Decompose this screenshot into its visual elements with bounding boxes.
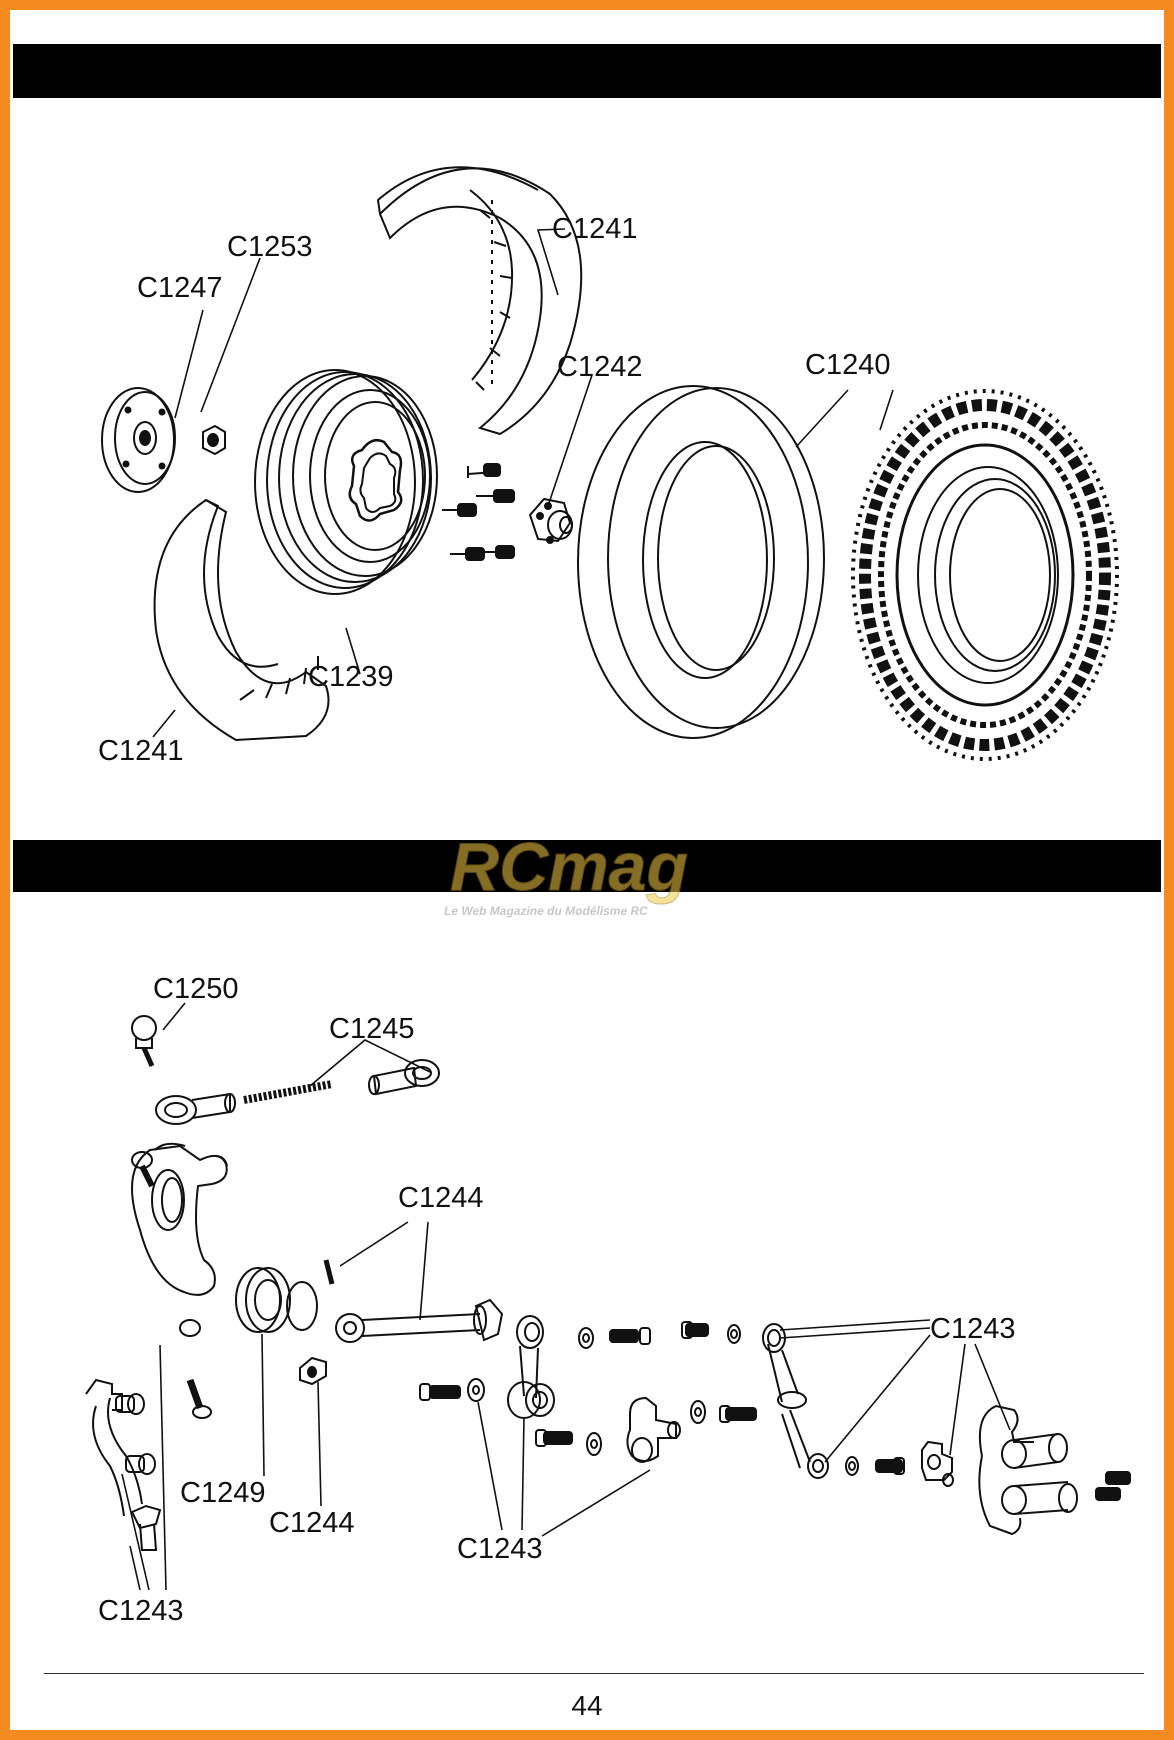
label-c1245: C1245 (329, 1013, 414, 1045)
threaded-rod-part (243, 1080, 333, 1104)
label-c1243-middle: C1243 (457, 1533, 542, 1565)
bearing-part (235, 1267, 291, 1333)
label-c1244-top: C1244 (398, 1182, 483, 1214)
left-rod-end-part (155, 1092, 236, 1125)
pin-part (323, 1259, 335, 1285)
page-number: 44 (571, 1690, 603, 1721)
footer-rule (44, 1673, 1144, 1674)
label-c1243-right: C1243 (930, 1313, 1015, 1345)
label-c1241-bottom: C1241 (98, 735, 183, 767)
steering-screw-top (131, 1151, 155, 1188)
hex-hub-part (528, 497, 573, 544)
label-c1253: C1253 (227, 231, 312, 263)
label-c1250: C1250 (153, 973, 238, 1005)
label-c1241-top: C1241 (552, 213, 637, 245)
ball-stud-part (131, 1015, 157, 1068)
knuckle-screw (186, 1378, 212, 1419)
tire-part (851, 389, 1119, 761)
watermark-logo: RCmag Le Web Magazine du Modélisme RC (444, 829, 689, 919)
hub-cap-part (101, 387, 176, 493)
upper-bead-lock-part (376, 166, 583, 436)
label-c1239: C1239 (308, 661, 393, 693)
right-rod-end-part (368, 1059, 440, 1096)
exploded-diagrams: RCmag Le Web Magazine du Modélisme RC C1… (85, 166, 1131, 1627)
watermark-tagline: Le Web Magazine du Modélisme RC (444, 904, 648, 918)
label-c1243-left: C1243 (98, 1595, 183, 1627)
label-c1247: C1247 (137, 272, 222, 304)
wheel-screws (442, 463, 515, 561)
bushing-part (299, 1356, 327, 1386)
foam-insert-part (577, 385, 825, 739)
middle-link-arm-part (507, 1315, 555, 1419)
label-c1242: C1242 (557, 351, 642, 383)
washers-and-screws (419, 1321, 1131, 1501)
o-ring-part (286, 1281, 318, 1331)
top-header-band (13, 44, 1161, 98)
label-c1240: C1240 (805, 349, 890, 381)
right-small-bracket-part (921, 1440, 954, 1487)
left-link-arm-part (85, 1378, 162, 1551)
label-c1244-bottom: C1244 (269, 1507, 354, 1539)
caster-block-part (978, 1404, 1078, 1536)
drive-shaft-part (335, 1298, 504, 1343)
label-c1249: C1249 (180, 1477, 265, 1509)
pivot-sleeve-part (762, 1323, 829, 1479)
wheel-rim-part (254, 369, 438, 595)
watermark-logo-text: RCmag (450, 829, 688, 905)
middle-header-band (13, 840, 1161, 892)
steering-knuckle-part (131, 1142, 228, 1337)
steering-bracket-part (626, 1396, 681, 1463)
wheel-nut-part (202, 424, 226, 456)
leader-lines-bottom (121, 1002, 1011, 1591)
lower-bead-lock-part (153, 498, 330, 742)
leader-lines-top (152, 228, 894, 738)
